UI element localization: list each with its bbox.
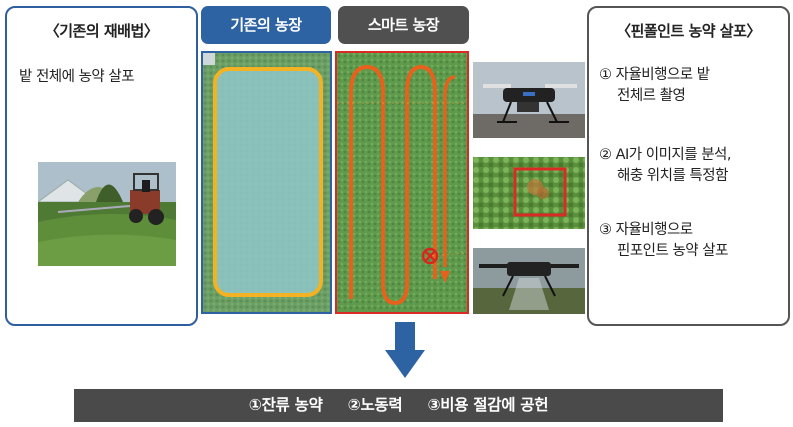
step-3-line-1: ③ 자율비행으로 — [599, 222, 693, 238]
step-2: ② AI가 이미지를 분석, 해충 위치를 특정함 — [599, 145, 732, 187]
step-3-line-2: 핀포인트 농약 살포 — [617, 243, 728, 259]
conventional-spray-path — [203, 53, 330, 312]
smart-field-image — [335, 51, 469, 314]
result-item-2: ②노동력 — [347, 396, 403, 414]
conventional-method-title: 〈기존의 재배법〉 — [44, 22, 159, 40]
step-2-line-2: 해충 위치를 특정함 — [617, 168, 728, 184]
step-3: ③ 자율비행으로 핀포인트 농약 살포 — [599, 220, 728, 262]
step-1: ① 자율비행으로 밭 전체르 촬영 — [599, 65, 710, 107]
down-arrow-icon — [385, 322, 425, 378]
pinpoint-spraying-panel: 〈핀폴인트 농약 살포〉 ① 자율비행으로 밭 전체르 촬영 ② AI가 이미지… — [587, 6, 790, 326]
result-banner: ①잔류 농약 ②노동력 ③비용 절감에 공헌 — [74, 389, 723, 422]
pinpoint-spraying-title: 〈핀폴인트 농약 살포〉 — [616, 22, 761, 40]
smart-farm-tab: 스마트 농장 — [338, 6, 469, 44]
conventional-farm-tab: 기존의 농장 — [201, 6, 331, 44]
tractor-spraying-field-photo — [38, 162, 176, 266]
step-1-line-1: ① 자율비행으로 밭 — [599, 67, 710, 83]
conventional-method-panel: 〈기존의 재배법〉 밭 전체에 농약 살포 — [5, 6, 198, 326]
step-2-line-1: ② AI가 이미지를 분석, — [599, 147, 732, 163]
step-1-line-2: 전체르 촬영 — [617, 88, 686, 104]
smart-spray-path — [337, 53, 467, 311]
result-item-3: ③비용 절감에 공헌 — [427, 396, 549, 414]
result-item-1: ①잔류 농약 — [248, 396, 323, 414]
spraying-drone-photo — [473, 248, 585, 314]
conventional-method-description: 밭 전체에 농약 살포 — [19, 69, 135, 85]
conventional-field-image — [201, 51, 332, 314]
drone-photo — [473, 62, 585, 138]
pest-closeup-photo — [473, 157, 585, 229]
